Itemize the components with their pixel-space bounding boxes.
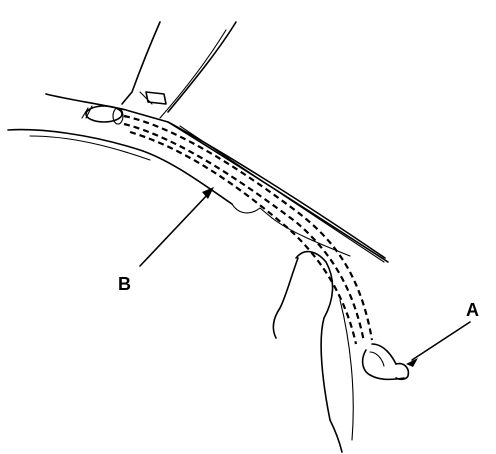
front-connector (81, 105, 124, 125)
pillar-clip (145, 91, 167, 105)
leader-a (406, 321, 471, 367)
leader-b (139, 187, 214, 267)
label-b: B (118, 274, 131, 294)
rear-grommet (361, 343, 410, 381)
rear-pillar-outline (272, 250, 354, 453)
roof-rail-panel (7, 93, 389, 263)
upper-pillar-outline (121, 21, 237, 119)
label-a: A (466, 300, 479, 320)
wire-harness (123, 114, 374, 345)
